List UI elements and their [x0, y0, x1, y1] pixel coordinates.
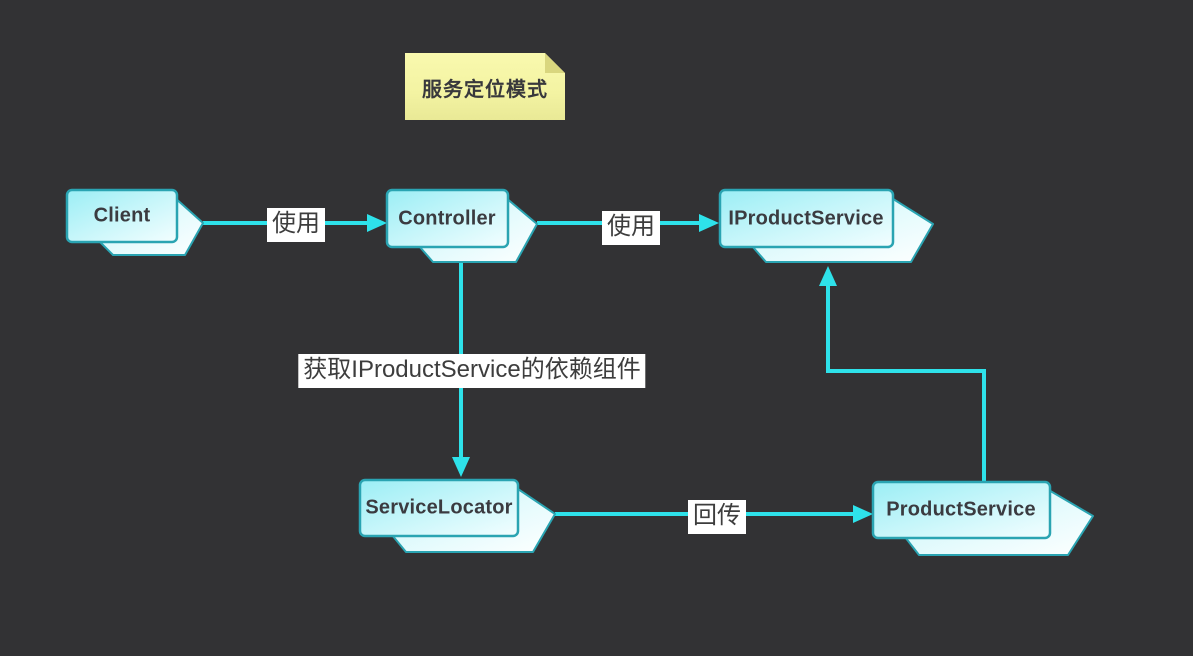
edge-controller-iproductservice-arrowhead-icon — [699, 214, 719, 232]
edge-servicelocator-productservice-label[interactable]: 回传 — [688, 500, 746, 534]
node-iproductservice-label[interactable]: IProductService — [728, 207, 884, 230]
edge-client-controller-label[interactable]: 使用 — [267, 208, 325, 242]
node-controller-box — [385, 188, 510, 249]
node-servicelocator-box — [358, 478, 520, 538]
node-servicelocator-label[interactable]: ServiceLocator — [365, 496, 513, 519]
node-servicelocator[interactable] — [358, 478, 556, 553]
edge-productservice-iproductservice-arrowhead-icon — [819, 266, 837, 286]
node-client-label[interactable]: Client — [93, 204, 151, 227]
node-productservice-box — [871, 480, 1052, 540]
node-client-box — [65, 188, 179, 244]
edge-client-controller-arrowhead-icon — [367, 214, 387, 232]
node-productservice-label[interactable]: ProductService — [886, 498, 1036, 521]
node-controller[interactable] — [385, 188, 538, 263]
edge-controller-servicelocator-arrowhead-icon — [452, 457, 470, 477]
node-iproductservice[interactable] — [718, 188, 934, 263]
title-note[interactable]: 服务定位模式 — [405, 53, 565, 120]
edge-productservice-iproductservice[interactable] — [819, 266, 986, 482]
note-title: 服务定位模式 — [422, 79, 548, 101]
edge-servicelocator-productservice-arrowhead-icon — [853, 505, 873, 523]
edge-controller-servicelocator-label[interactable]: 获取IProductService的依赖组件 — [298, 354, 646, 388]
node-productservice[interactable] — [871, 480, 1094, 556]
edge-controller-iproductservice-label[interactable]: 使用 — [602, 211, 660, 245]
node-client[interactable] — [65, 188, 204, 256]
node-controller-label[interactable]: Controller — [398, 207, 496, 230]
node-iproductservice-box — [718, 188, 895, 249]
edge-productservice-iproductservice-line — [826, 286, 986, 482]
